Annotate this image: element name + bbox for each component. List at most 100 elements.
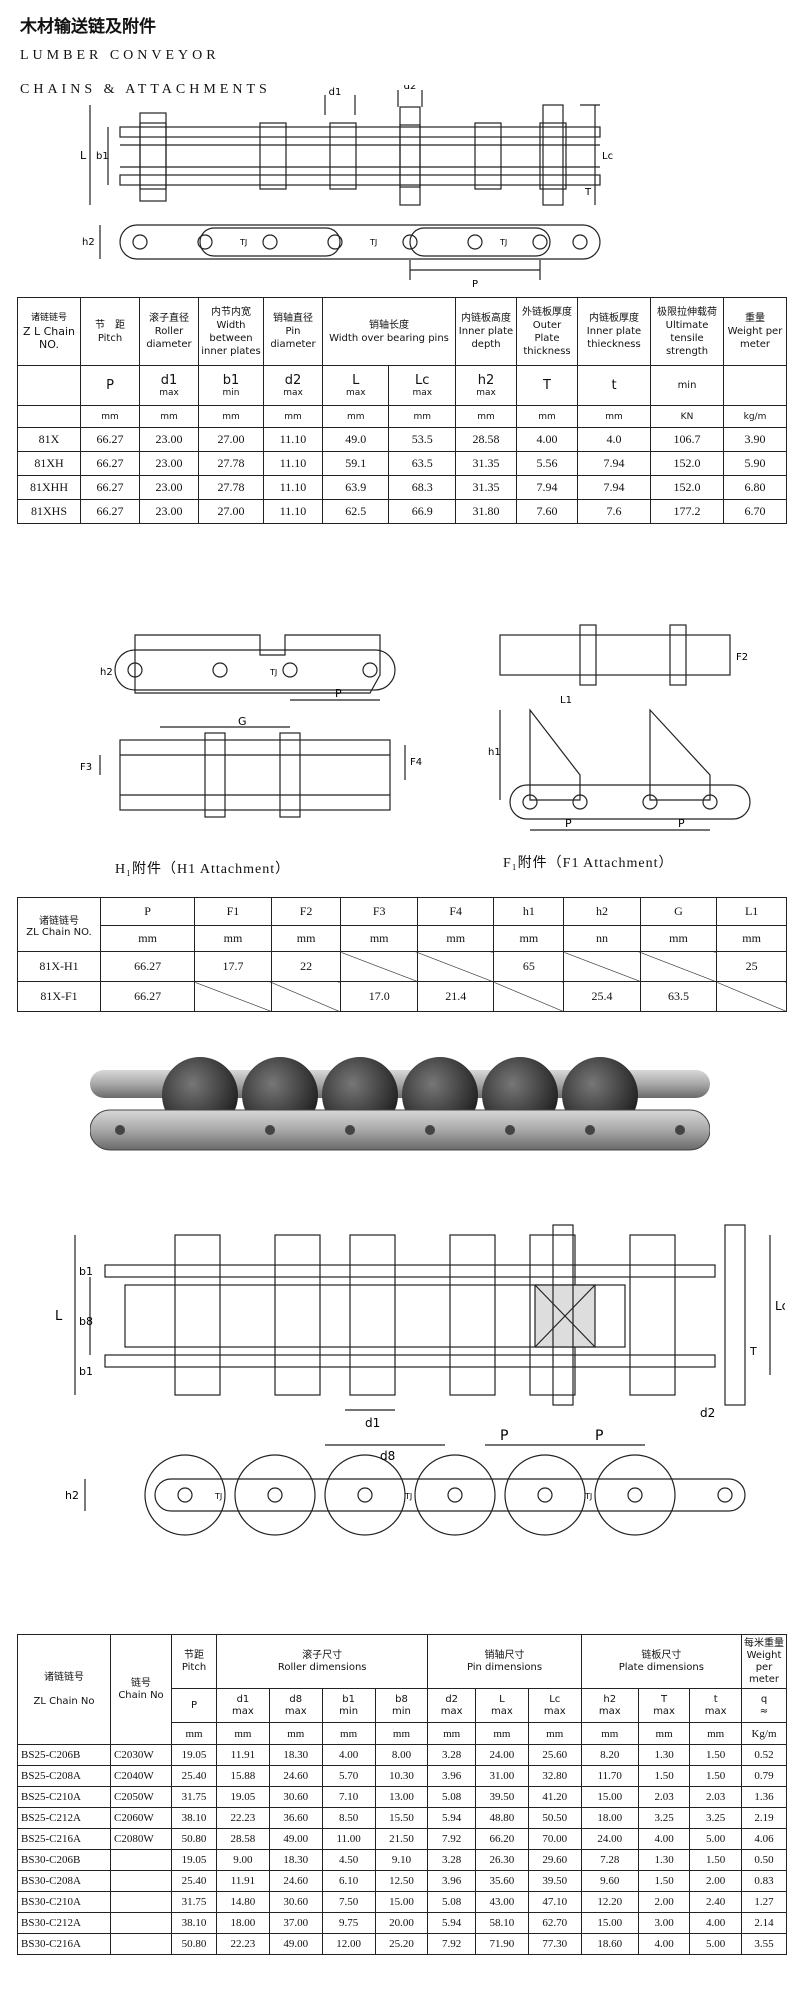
value-cell: 19.05	[216, 1786, 270, 1808]
value-cell: 58.10	[474, 1912, 529, 1934]
value-cell: 1.50	[637, 1870, 691, 1892]
value-cell: 8.00	[374, 1744, 429, 1766]
value-cell: 28.58	[216, 1828, 270, 1850]
label-T: T	[584, 187, 592, 198]
label-b8: b8	[79, 1315, 93, 1328]
value-cell: 1.50	[689, 1744, 742, 1766]
chain-no-cell: BS25-C206B	[17, 1744, 111, 1766]
value-cell: 21.50	[374, 1828, 429, 1850]
value-cell: 9.00	[216, 1849, 270, 1871]
value-cell: 11.00	[321, 1828, 376, 1850]
value-cell: 1.50	[637, 1765, 691, 1787]
value-cell: 39.50	[474, 1786, 529, 1808]
chain-code-cell	[110, 1849, 172, 1871]
chain-no-cell: BS25-C212A	[17, 1807, 111, 1829]
value-cell: 15.00	[580, 1912, 639, 1934]
empty-cell	[416, 951, 495, 982]
chain-photo	[90, 1057, 710, 1151]
value-cell: 9.75	[321, 1912, 376, 1934]
value-cell: 1.36	[741, 1786, 787, 1808]
empty-cell	[340, 951, 418, 982]
label-L1: L1	[560, 695, 572, 706]
value-cell: 3.96	[427, 1765, 476, 1787]
value-cell: 66.20	[474, 1828, 529, 1850]
value-cell: 4.00	[321, 1744, 376, 1766]
chain-no-cell: BS30-C210A	[17, 1891, 111, 1913]
value-cell: 50.80	[171, 1933, 217, 1955]
value-cell: 49.00	[268, 1933, 323, 1955]
page-title: 木材输送链及附件	[20, 17, 156, 37]
value-cell: 24.00	[580, 1828, 639, 1850]
value-cell: 37.00	[268, 1912, 323, 1934]
label-P: P	[472, 279, 478, 290]
value-cell: 5.94	[427, 1912, 476, 1934]
value-cell: 5.70	[321, 1765, 376, 1787]
value-cell: 7.92	[427, 1828, 476, 1850]
value-cell: 9.60	[580, 1870, 639, 1892]
label-T: T	[749, 1345, 757, 1358]
value-cell: 50.80	[171, 1828, 217, 1850]
chain-dimension-drawing: d1 d2 L b1 Lc T h2 P TJ TJ TJ	[80, 85, 613, 290]
value-cell: 4.06	[741, 1828, 787, 1850]
label-d1: d1	[329, 87, 342, 98]
value-cell: 24.00	[474, 1744, 529, 1766]
label-h2: h2	[65, 1489, 79, 1502]
value-cell: 71.90	[474, 1933, 529, 1955]
value-cell: 3.28	[427, 1849, 476, 1871]
label-P-2: P	[595, 1428, 603, 1444]
value-cell: 47.10	[527, 1891, 582, 1913]
value-cell: 4.50	[321, 1849, 376, 1871]
value-cell: 26.30	[474, 1849, 529, 1871]
value-cell: 50.50	[527, 1807, 582, 1829]
value-cell: 12.00	[321, 1933, 376, 1955]
value-cell: 43.00	[474, 1891, 529, 1913]
value-cell: 30.60	[268, 1786, 323, 1808]
chain-code-cell: C2080W	[110, 1828, 172, 1850]
chain-code-cell	[110, 1912, 172, 1934]
chain-code-cell	[110, 1891, 172, 1913]
label-F2: F2	[736, 652, 748, 663]
value-cell: 11.91	[216, 1744, 270, 1766]
value-cell: 2.03	[689, 1786, 742, 1808]
chain-code-cell: C2050W	[110, 1786, 172, 1808]
label-F4: F4	[410, 757, 422, 768]
label-tj-2: TJ	[404, 1492, 412, 1501]
value-cell: 39.50	[527, 1870, 582, 1892]
value-cell: 1.30	[637, 1744, 691, 1766]
value-cell: 3.25	[637, 1807, 691, 1829]
value-cell: 25.60	[527, 1744, 582, 1766]
subtitle-line-1: LUMBER CONVEYOR	[20, 48, 220, 63]
value-cell: 62.70	[527, 1912, 582, 1934]
label-b1-bottom: b1	[79, 1365, 93, 1378]
label-Lc: Lc	[602, 151, 613, 162]
value-cell: 13.00	[374, 1786, 429, 1808]
value-cell: 15.88	[216, 1765, 270, 1787]
chain-no-cell: BS30-C208A	[17, 1870, 111, 1892]
value-cell: 18.00	[580, 1807, 639, 1829]
value-cell: 2.03	[637, 1786, 691, 1808]
value-cell: 1.27	[741, 1891, 787, 1913]
value-cell: 38.10	[171, 1912, 217, 1934]
label-d2: d2	[404, 85, 417, 92]
empty-cell	[493, 981, 565, 1012]
value-cell: 35.60	[474, 1870, 529, 1892]
empty-cell	[270, 981, 342, 1012]
label-P-h1: P	[335, 687, 342, 700]
value-cell: 6.10	[321, 1870, 376, 1892]
value-cell: 3.96	[427, 1870, 476, 1892]
value-cell: 0.79	[741, 1765, 787, 1787]
label-L: L	[80, 149, 87, 162]
value-cell: 8.50	[321, 1807, 376, 1829]
value-cell: 70.00	[527, 1828, 582, 1850]
chain-no-cell: BS30-C216A	[17, 1933, 111, 1955]
